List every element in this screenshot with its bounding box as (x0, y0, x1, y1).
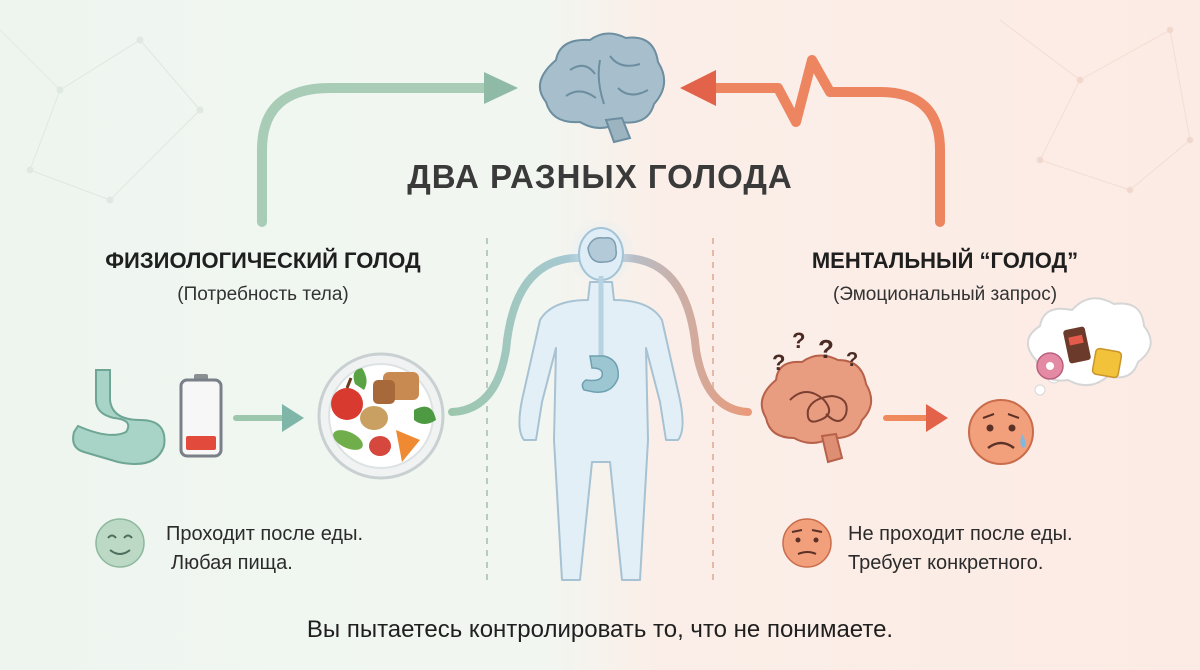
red-arrow-to-brain (680, 55, 945, 227)
right-heading: МЕНТАЛЬНЫЙ “ГОЛОД” (811, 248, 1079, 273)
right-subheading: (Эмоциональный запрос) (832, 284, 1058, 305)
footer-statement: Вы пытаетесь контролировать то, что не п… (306, 616, 894, 643)
right-caption-line-1: Не проходит после еды. (848, 523, 1073, 545)
confused-brain-icon: ? ? ? ? (760, 328, 873, 464)
right-caption-line-2: Требует конкретного. (848, 552, 1044, 574)
svg-text:?: ? (792, 328, 805, 353)
food-plate-icon (317, 352, 445, 480)
green-arrow-right (233, 404, 304, 432)
brain-icon (538, 32, 665, 144)
green-arrow-to-brain (257, 72, 518, 227)
left-subheading: (Потребность тела) (177, 284, 349, 305)
left-caption-line-2: Любая пища. (171, 552, 293, 574)
snack-thought-icon (1027, 297, 1152, 396)
neutral-face-icon (782, 518, 832, 568)
svg-text:?: ? (772, 350, 785, 375)
right-caption: Не проходит после еды. Требует конкретно… (848, 520, 1073, 578)
svg-text:?: ? (846, 349, 858, 371)
svg-text:?: ? (818, 334, 834, 364)
left-caption-line-1: Проходит после еды. (166, 523, 364, 545)
low-battery-icon (179, 374, 223, 458)
stomach-icon (72, 369, 166, 465)
orange-arrow-right (883, 404, 948, 432)
main-title: ДВА РАЗНЫХ ГОЛОДА (407, 158, 793, 195)
human-body-icon (518, 218, 684, 581)
smile-face-icon (95, 518, 145, 568)
left-heading: ФИЗИОЛОГИЧЕСКИЙ ГОЛОД (105, 248, 421, 273)
left-caption: Проходит после еды. Любая пища. (166, 520, 363, 578)
sad-face-icon (968, 399, 1034, 465)
